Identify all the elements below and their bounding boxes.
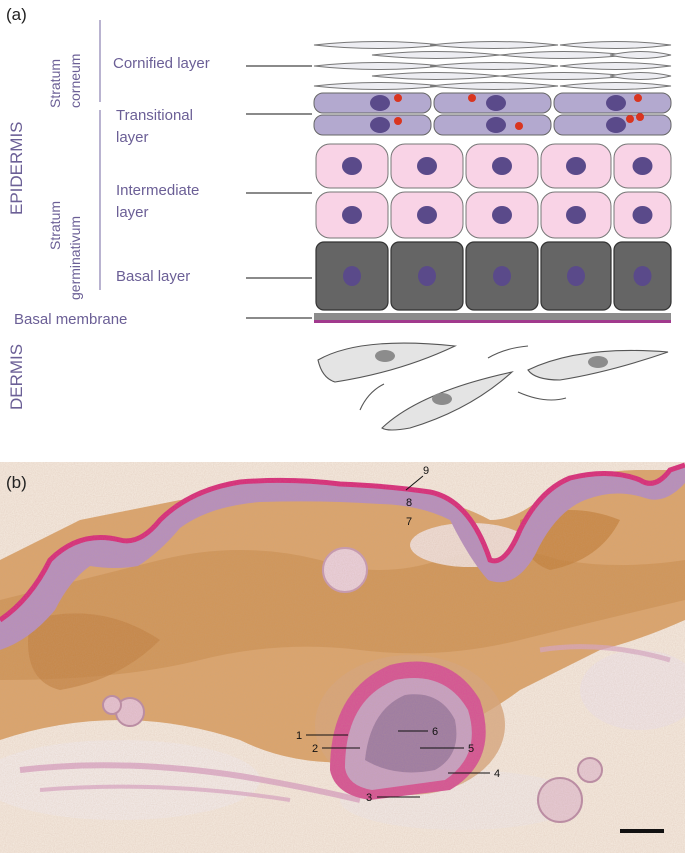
fibroblast-nucleus (588, 356, 608, 368)
cornified-cell (499, 51, 629, 59)
stratum-corneum-label-1: Stratum (47, 59, 63, 108)
keratohyalin-granule (515, 122, 523, 130)
leader-lines (246, 65, 312, 319)
basal-membrane (314, 313, 671, 321)
histology-label-9: 9 (423, 465, 429, 477)
transitional-layer-label-2: layer (116, 129, 149, 146)
dermis-label: DERMIS (7, 344, 26, 410)
fibroblast-nucleus (375, 350, 395, 362)
cornified-cell (609, 51, 672, 59)
basal-membrane-edge (314, 320, 671, 323)
basal-layer-label: Basal layer (116, 268, 190, 285)
basal-nucleus (418, 266, 436, 286)
panel-a-letter: (a) (6, 5, 27, 24)
basal-nucleus (343, 266, 361, 286)
cornified-cell (371, 72, 501, 80)
histology-label-2: 2 (312, 743, 318, 755)
intermediate-nucleus (566, 157, 586, 175)
transitional-layer-label-1: Transitional (116, 107, 193, 124)
histology-label-3: 3 (366, 792, 372, 804)
intermediate-nucleus (417, 206, 437, 224)
epidermis-label: EPIDERMIS (7, 121, 26, 215)
intermediate-nucleus (566, 206, 586, 224)
basal-cells (315, 241, 672, 311)
transitional-nucleus (370, 117, 390, 133)
transitional-nucleus (486, 117, 506, 133)
transitional-nucleus (606, 117, 626, 133)
cornified-layer-label: Cornified layer (113, 55, 210, 72)
basal-nucleus (633, 266, 652, 286)
panel-b: (b) 1 2 3 4 5 6 7 8 9 (0, 462, 685, 853)
panel-b-letter: (b) (6, 473, 27, 492)
intermediate-nucleus (632, 157, 653, 175)
transitional-nucleus (370, 95, 390, 111)
transitional-nucleus (606, 95, 626, 111)
transitional-nucleus (486, 95, 506, 111)
fibroblast (317, 342, 458, 383)
intermediate-nucleus (342, 206, 362, 224)
stratum-corneum-label-2: corneum (67, 54, 83, 108)
transitional-cells (313, 92, 672, 136)
keratohyalin-granule (634, 94, 642, 102)
keratohyalin-granule (394, 117, 402, 125)
cornified-cell (429, 41, 559, 49)
cornified-cell (559, 41, 672, 49)
keratohyalin-granule (626, 115, 634, 123)
cornified-cell (559, 62, 672, 70)
intermediate-nucleus (417, 157, 437, 175)
cornified-cell (559, 82, 672, 90)
intermediate-layer-label-2: layer (116, 204, 149, 221)
scale-bar (620, 829, 664, 833)
intermediate-nucleus (632, 206, 653, 224)
keratohyalin-granule (468, 94, 476, 102)
basal-nucleus (567, 266, 585, 286)
histology-label-7: 7 (406, 516, 412, 528)
panel-a: (a) EPIDERMIS DERMIS Stratum corneum Str… (6, 5, 672, 431)
cornified-cell (313, 82, 443, 90)
dermis-fibroblasts (317, 342, 669, 431)
histology-leader-lines (306, 475, 490, 798)
histology-label-5: 5 (468, 743, 474, 755)
cornified-cell (313, 62, 443, 70)
cornified-cell (371, 51, 501, 59)
cornified-cell (499, 72, 629, 80)
stratum-germinativum-label-1: Stratum (47, 201, 63, 250)
cornified-cell (429, 82, 559, 90)
cornified-cells (313, 41, 672, 90)
intermediate-nucleus (492, 157, 512, 175)
basal-membrane-label: Basal membrane (14, 311, 127, 328)
histology-image (0, 462, 685, 853)
collagen-fiber (517, 391, 567, 401)
cornified-cell (313, 41, 443, 49)
keratohyalin-granule (636, 113, 644, 121)
histology-label-4: 4 (494, 768, 500, 780)
fibroblast-nucleus (432, 393, 452, 405)
collagen-fiber (487, 345, 529, 359)
intermediate-nucleus (342, 157, 362, 175)
cornified-cell (429, 62, 559, 70)
histology-label-1: 1 (296, 730, 302, 742)
intermediate-cells (315, 143, 672, 239)
histology-label-6: 6 (432, 726, 438, 738)
collagen-fiber (359, 383, 385, 411)
cornified-cell (609, 72, 672, 80)
stratum-germinativum-label-2: germinativum (67, 216, 83, 300)
intermediate-layer-label-1: Intermediate (116, 182, 199, 199)
keratohyalin-granule (394, 94, 402, 102)
histology-label-8: 8 (406, 497, 412, 509)
intermediate-nucleus (492, 206, 512, 224)
basal-nucleus (493, 266, 511, 286)
